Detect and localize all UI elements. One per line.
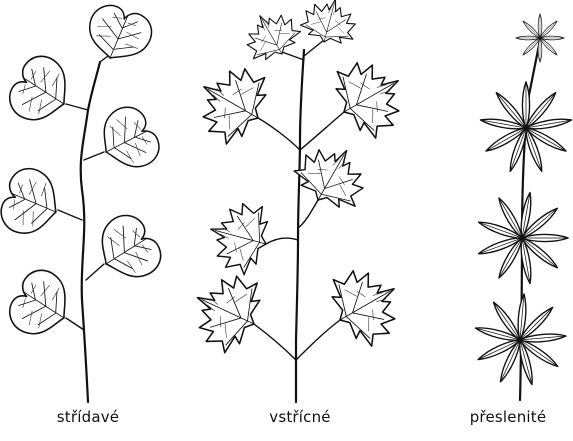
caption-opposite: vstřícné	[240, 408, 360, 426]
caption-whorled: přeslenité	[448, 408, 568, 426]
whorled-plant-drawing	[474, 14, 572, 400]
alternate-plant-drawing	[0, 0, 168, 402]
opposite-plant-drawing	[181, 0, 417, 402]
caption-alternate: střídavé	[28, 408, 148, 426]
